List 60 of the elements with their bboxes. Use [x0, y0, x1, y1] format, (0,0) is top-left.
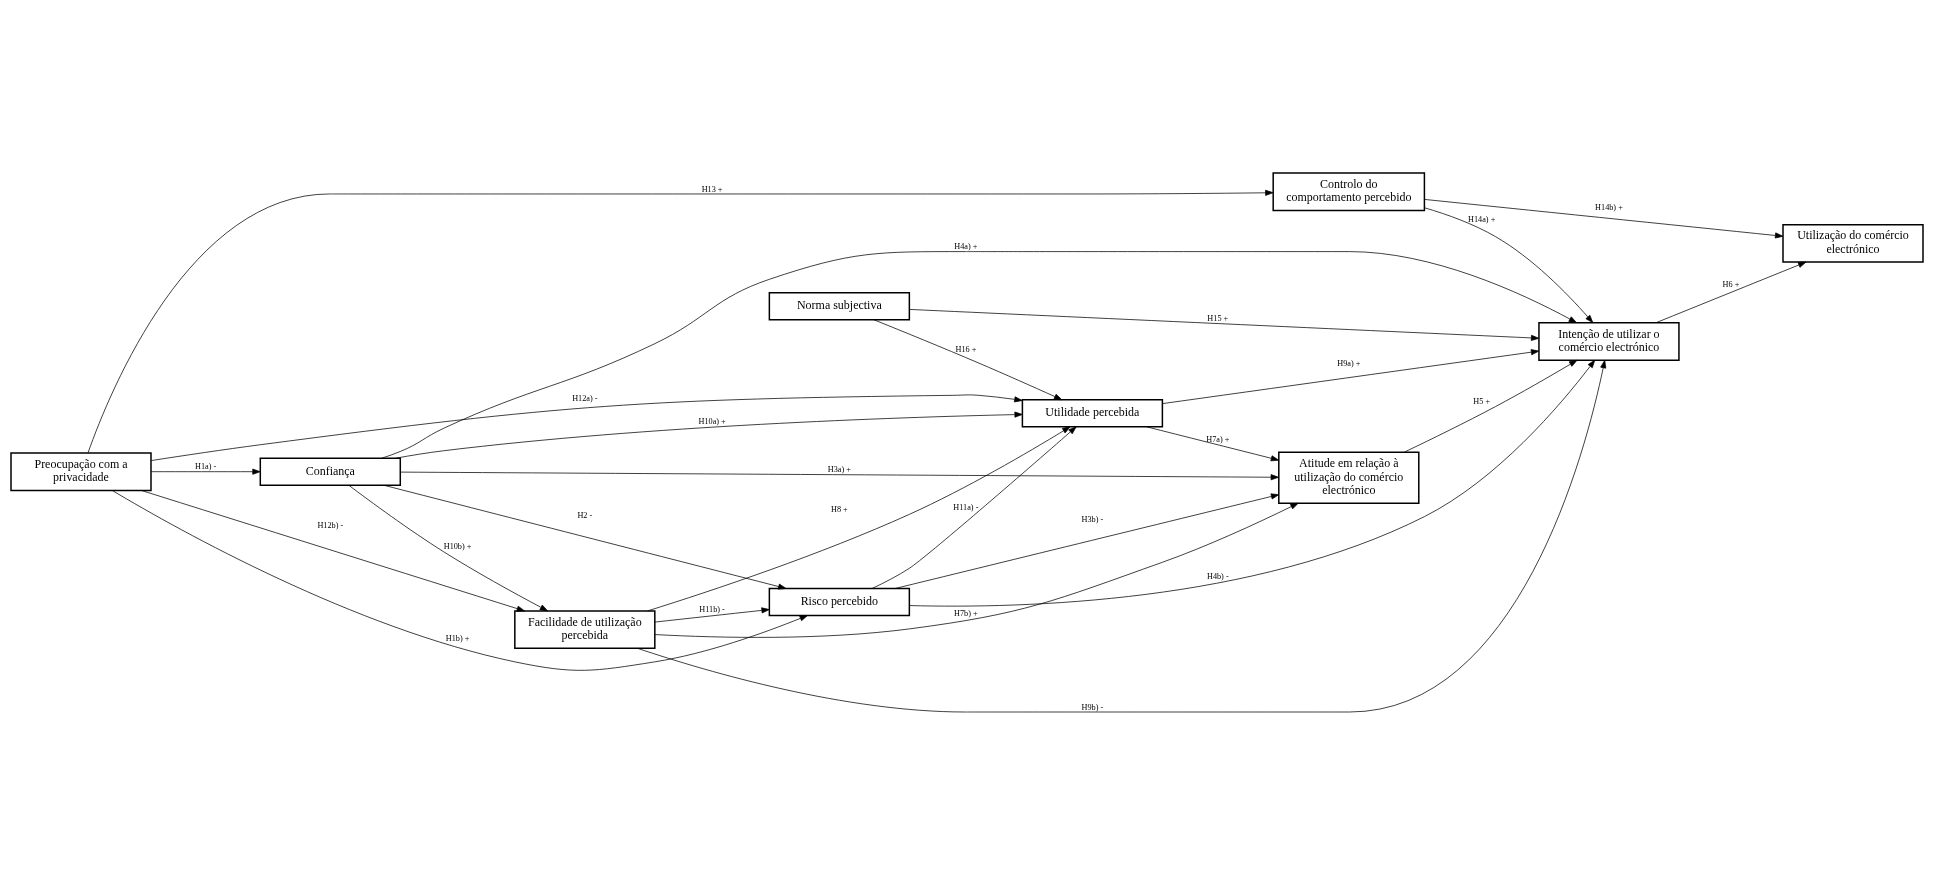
edge-label: H15 + — [1207, 313, 1229, 323]
edge-label: H3a) + — [827, 464, 851, 474]
arrow — [654, 606, 770, 622]
edge-label: H10a) + — [698, 416, 726, 426]
arrow — [1162, 348, 1540, 404]
edge-label: H4b) - — [1206, 571, 1229, 581]
arrow — [395, 411, 1023, 459]
arrow — [1404, 359, 1578, 452]
arrow — [150, 394, 1023, 461]
edge-label: H3b) - — [1081, 514, 1104, 524]
node-box: Risco percebido — [768, 587, 911, 616]
node-box: Utilização do comércio electrónico — [1782, 223, 1924, 263]
edge-label: H1b) + — [445, 633, 470, 643]
arrow — [647, 425, 1071, 611]
edge-label: H12b) - — [317, 520, 344, 530]
arrow — [381, 250, 1577, 459]
arrow — [348, 484, 549, 611]
arrow — [637, 359, 1607, 712]
arrow — [111, 489, 808, 671]
edge-label: H8 + — [830, 504, 848, 514]
arrow — [654, 502, 1299, 638]
edge-label: H6 + — [1722, 279, 1740, 289]
arrow — [873, 318, 1063, 400]
arrow — [894, 493, 1280, 589]
node-box: Atitude em relação à utilização do comércio electrónico — [1278, 451, 1420, 504]
edge-label: H12a) - — [572, 393, 598, 403]
arrow — [1146, 425, 1280, 461]
arrow — [1424, 206, 1594, 323]
edge-label: H13 + — [701, 184, 723, 194]
arrow — [140, 489, 525, 612]
arrow — [1655, 261, 1807, 323]
edge-label: H2 - — [577, 510, 593, 520]
edge-label: H10b) + — [443, 541, 472, 551]
edge-label: H7a) + — [1206, 434, 1230, 444]
arrow — [909, 308, 1540, 341]
arrow — [871, 426, 1077, 589]
edge-label: H9a) + — [1337, 358, 1361, 368]
edge-label: H16 + — [955, 344, 977, 354]
edge-label: H11b) - — [699, 604, 725, 614]
node-box: Facilidade de utilização percebida — [514, 609, 656, 649]
edge-label: H14b) + — [1595, 202, 1623, 212]
node-box: Preocupação com a privacidade — [10, 451, 152, 491]
arrow — [909, 359, 1596, 606]
edge-label: H1a) - — [195, 461, 217, 471]
edge-label: H14a) + — [1468, 214, 1496, 224]
edge-label: H5 + — [1473, 396, 1491, 406]
edge-label: H4a) + — [954, 241, 978, 251]
arrow — [87, 189, 1274, 453]
edge-label: H7b) + — [954, 608, 978, 618]
arrow — [150, 468, 261, 475]
arrow — [383, 484, 787, 589]
node-box: Norma subjectiva — [768, 291, 911, 320]
arrow — [399, 471, 1279, 480]
node-box: Utilidade percebida — [1021, 398, 1164, 428]
arrow — [1424, 198, 1784, 238]
node-box: Controlo do comportamento percebido — [1272, 171, 1426, 211]
node-box: Intenção de utilizar o comércio electrónico — [1538, 321, 1680, 361]
edge-label: H11a) - — [953, 502, 979, 512]
node-box: Confiança — [259, 456, 402, 486]
edge-label: H9b) - — [1081, 702, 1104, 712]
